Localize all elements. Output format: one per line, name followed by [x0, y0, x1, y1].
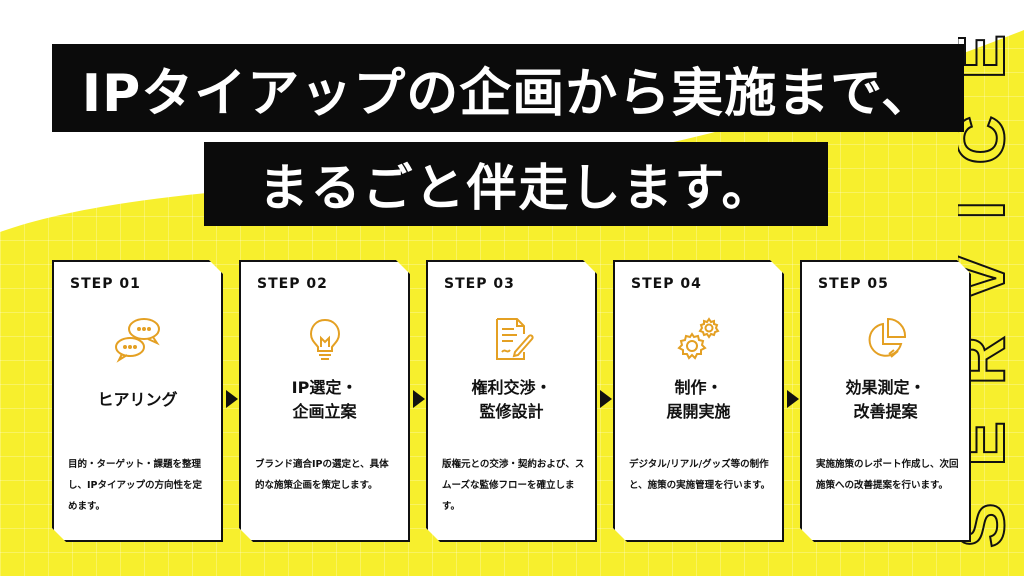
gears-icon: [674, 314, 724, 364]
step-title: IP選定・ 企画立案: [291, 378, 358, 421]
step-title: 効果測定・ 改善提案: [845, 378, 926, 421]
step-description: デジタル/リアル/グッズ等の制作と、施策の実施管理を行います。: [629, 459, 771, 491]
step-card: STEP 01 ヒアリング 目的・ターゲット・課題を整理し、IPタイアップの方向…: [52, 260, 223, 542]
lightbulb-icon: [300, 314, 350, 364]
step-title: 権利交渉・ 監修設計: [471, 378, 552, 421]
step-description: 版権元との交渉・契約および、スムーズな監修フローを確立します。: [442, 459, 585, 512]
step-label: STEP 05: [818, 276, 889, 292]
pie-chart-icon: [861, 314, 911, 364]
step-card: STEP 04 制作・ 展開実施 デジタル/リアル/グッズ等の制作と、施策の実施…: [613, 260, 784, 542]
step-title: ヒアリング: [97, 390, 178, 409]
step-card: STEP 02 IP選定・ 企画立案 ブランド適合IPの選定と、具体的な施策企画…: [239, 260, 410, 542]
arrow-icon: [226, 390, 238, 408]
step-label: STEP 04: [631, 276, 702, 292]
steps-row: STEP 01 ヒアリング 目的・ターゲット・課題を整理し、IPタイアップの方向…: [52, 260, 970, 542]
step-title: 制作・ 展開実施: [666, 378, 731, 421]
headline-line-2: まるごと伴走します。: [204, 142, 828, 226]
step-label: STEP 03: [444, 276, 515, 292]
headline-line-1: IPタイアップの企画から実施まで、: [52, 44, 964, 132]
step-description: 目的・ターゲット・課題を整理し、IPタイアップの方向性を定めます。: [68, 459, 202, 512]
arrow-icon: [413, 390, 425, 408]
step-description: ブランド適合IPの選定と、具体的な施策企画を策定します。: [255, 459, 389, 491]
arrow-icon: [600, 390, 612, 408]
step-card: STEP 03 権利交渉・ 監修設計 版権元との交渉・契約および、スムーズな監修…: [426, 260, 597, 542]
step-label: STEP 02: [257, 276, 328, 292]
step-card: STEP 05 効果測定・ 改善提案 実施施策のレポート作成し、次回施策への改善…: [800, 260, 971, 542]
step-description: 実施施策のレポート作成し、次回施策への改善提案を行います。: [816, 459, 959, 491]
step-label: STEP 01: [70, 276, 141, 292]
document-pen-icon: [487, 314, 537, 364]
arrow-icon: [787, 390, 799, 408]
chat-bubbles-icon: [113, 314, 163, 364]
